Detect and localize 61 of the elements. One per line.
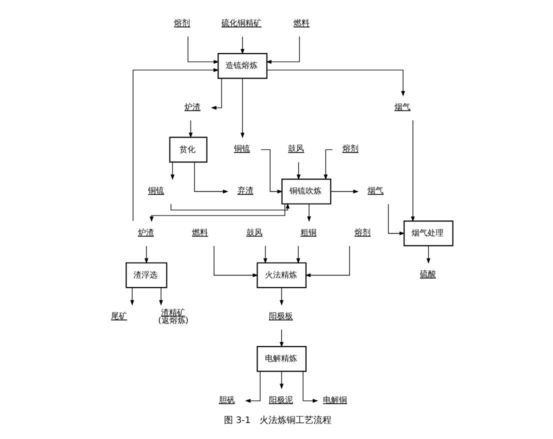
arrow	[279, 370, 284, 389]
node-text: 燃料	[192, 226, 208, 236]
arrow	[213, 245, 258, 277]
arrow	[187, 36, 219, 64]
arrow	[170, 161, 174, 180]
node-box: 铜锍吹炼	[280, 178, 331, 204]
node-text: 烟气	[394, 100, 410, 111]
node-text: 烟气	[367, 184, 384, 194]
arrow	[194, 161, 228, 193]
node-box: 造锍熔炼	[217, 52, 267, 78]
node-text: 铜锍	[233, 142, 250, 153]
node-text: 熔剂	[174, 17, 190, 28]
node-text: 胆矾	[218, 394, 234, 404]
node-box: 电解精炼	[256, 346, 306, 372]
arrow	[188, 120, 192, 138]
node-text: 铜锍	[148, 184, 164, 194]
arrow	[170, 202, 290, 210]
arrow	[296, 161, 300, 180]
arrow	[265, 36, 300, 64]
arrow	[279, 328, 284, 347]
node-box: 渣浮选	[125, 262, 167, 288]
node-text: 弃渣	[236, 184, 253, 194]
node-text: 燃料	[293, 17, 310, 28]
node-text: 炉渣	[137, 226, 154, 236]
arrow	[410, 119, 414, 222]
arrow	[426, 245, 430, 264]
arrow	[244, 370, 260, 402]
node-box: 贫化	[168, 136, 207, 162]
node-text: 鼓风	[246, 226, 262, 236]
arrow	[306, 203, 310, 222]
arrow	[266, 69, 404, 96]
arrow	[296, 245, 300, 264]
arrow	[149, 203, 285, 222]
arrow	[304, 245, 350, 277]
node-text: 炉渣	[184, 100, 200, 111]
node-text: 熔剂	[342, 142, 358, 153]
arrow	[240, 77, 244, 138]
node-text: 粗铜	[300, 226, 316, 236]
arrow	[240, 36, 244, 54]
arrow	[158, 286, 162, 306]
node-text: 阳极板	[268, 310, 292, 320]
node-text: 鼓风	[288, 142, 304, 153]
arrow	[210, 78, 222, 110]
arrow	[388, 203, 404, 235]
arrow	[144, 245, 148, 264]
arrow	[279, 286, 284, 306]
arrow	[330, 189, 358, 193]
arrow	[130, 286, 134, 306]
node-text: 熔剂	[354, 226, 370, 236]
arrow	[262, 245, 267, 264]
node-text: 电解铜	[322, 394, 347, 404]
arrow	[302, 370, 318, 402]
node-box: 烟气处理	[403, 220, 453, 246]
node-box: 火法精炼	[256, 262, 306, 288]
node-text: 尾矿	[110, 310, 127, 320]
arrow	[132, 68, 218, 221]
node-text: 渣精矿	[160, 306, 185, 316]
node-text: 硫酸	[419, 268, 436, 278]
node-text: 硫化铜精矿	[221, 17, 262, 28]
node-text: 阳极泥	[268, 394, 292, 404]
caption: 图 3-1 火法炼铜工艺流程	[224, 416, 332, 426]
